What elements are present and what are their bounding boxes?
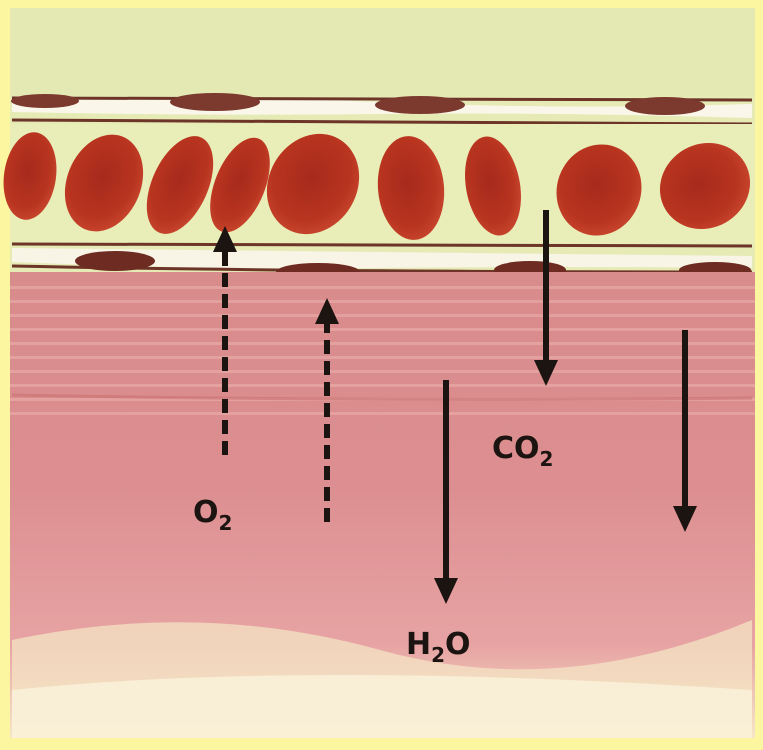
- endothelial-nucleus: [170, 93, 260, 111]
- endothelial-nucleus: [11, 94, 79, 108]
- endothelial-nucleus: [625, 97, 705, 115]
- surrounding-tissue: [10, 272, 755, 738]
- endothelial-nucleus: [75, 251, 155, 271]
- endothelial-nucleus: [375, 96, 465, 114]
- outer-serum-layer: [10, 8, 755, 96]
